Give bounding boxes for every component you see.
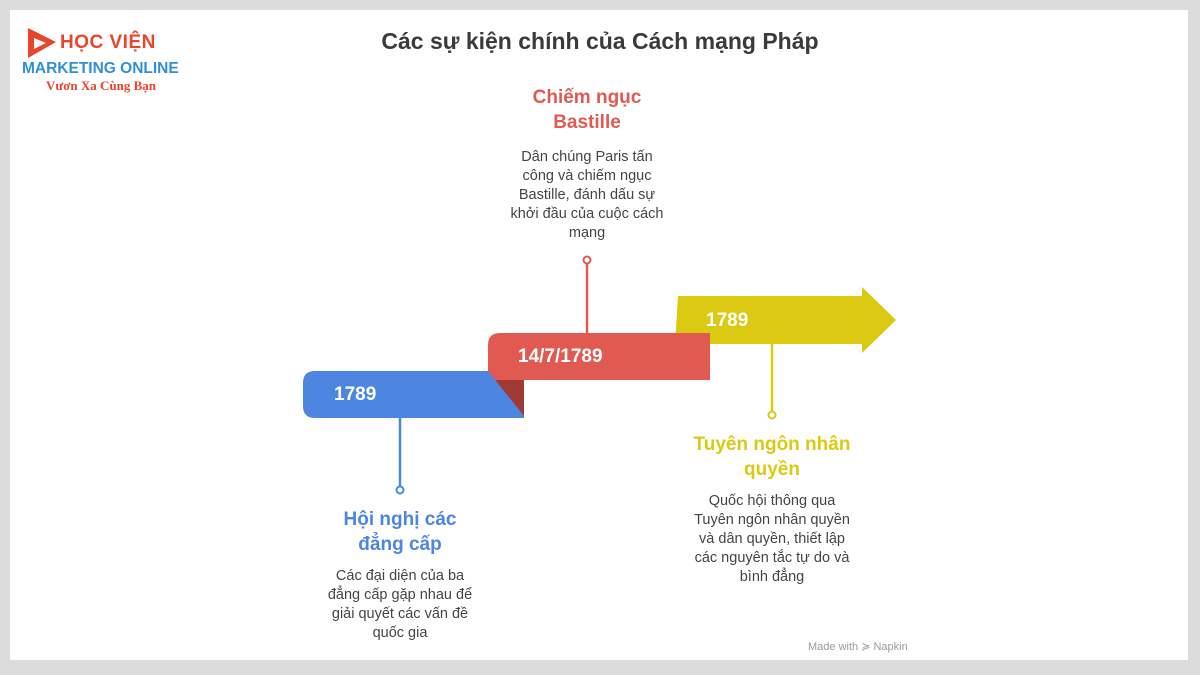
event-1-description: Các đại diện của ba đẳng cấp gặp nhau để… [327,568,473,641]
event-3-title: Tuyên ngôn nhân quyền [693,434,851,480]
event-2-year: 14/7/1789 [518,346,603,367]
logo: HỌC VIỆN MARKETING ONLINE Vươn Xa Cùng B… [22,26,192,96]
logo-play-icon [28,28,56,58]
event-1-year: 1789 [334,384,377,405]
timeline-step-2 [488,255,710,416]
timeline-step-1 [303,371,524,495]
logo-slogan: Vươn Xa Cùng Bạn [46,78,157,93]
event-2-title: Chiếm ngục Bastille [532,87,642,133]
logo-line1: HỌC VIỆN [60,32,156,53]
event-1-title: Hội nghị các đẳng cấp [343,509,457,555]
event-2-description: Dân chúng Paris tấn công và chiếm ngục B… [510,149,664,241]
page-title: Các sự kiện chính của Cách mạng Pháp [381,28,819,54]
footer-watermark: Made with ≽ Napkin [808,641,908,653]
event-3-year: 1789 [706,310,749,331]
event-3-description: Quốc hội thông qua Tuyên ngôn nhân quyền… [694,493,850,585]
logo-line2: MARKETING ONLINE [22,60,179,77]
